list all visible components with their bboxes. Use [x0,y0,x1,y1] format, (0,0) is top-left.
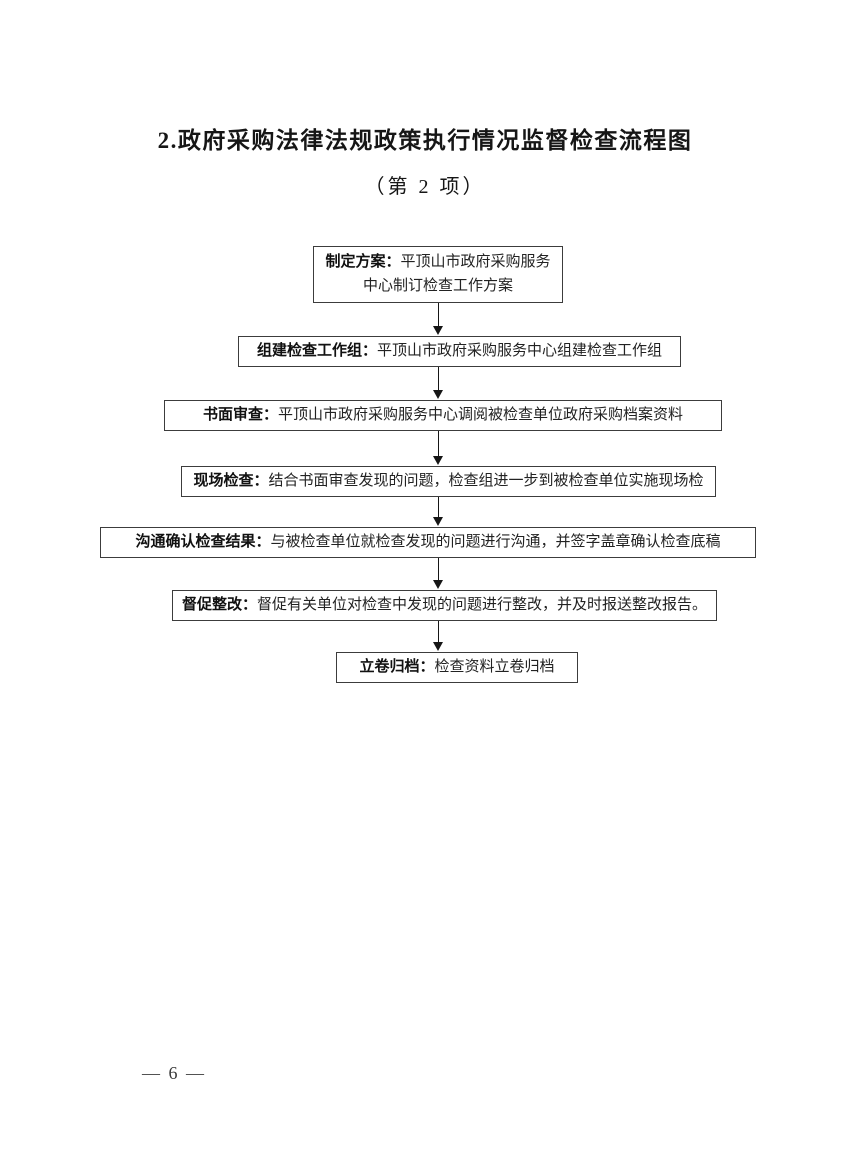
flow-step-make-plan: 制定方案：平顶山市政府采购服务中心制订检查工作方案 [313,246,563,303]
flow-step-text: 书面审查：平顶山市政府采购服务中心调阅被检查单位政府采购档案资料 [202,406,684,423]
arrowhead-icon [433,390,443,399]
flow-step-written-review: 书面审查：平顶山市政府采购服务中心调阅被检查单位政府采购档案资料 [164,400,722,431]
page-title: 2.政府采购法律法规政策执行情况监督检查流程图 [157,128,693,153]
page-subtitle: （第 2 项） [364,176,486,198]
arrowhead-icon [433,580,443,589]
flow-step-text: 督促整改：督促有关单位对检查中发现的问题进行整改，并及时报送整改报告。 [181,596,708,613]
flow-step-onsite-check: 现场检查：结合书面审查发现的问题，检查组进一步到被检查单位实施现场检 [181,466,716,497]
arrowhead-icon [433,326,443,335]
flow-step-archive: 立卷归档：检查资料立卷归档 [336,652,578,683]
flow-step-text: 制定方案：平顶山市政府采购服务中心制订检查工作方案 [325,254,551,294]
flow-step-text: 立卷归档：检查资料立卷归档 [359,658,555,675]
flow-step-text: 沟通确认检查结果：与被检查单位就检查发现的问题进行沟通，并签字盖章确认检查底稿 [135,533,721,550]
flow-arrow-down [433,497,444,526]
flow-step-text: 组建检查工作组：平顶山市政府采购服务中心组建检查工作组 [256,342,663,359]
flow-arrow-down [433,431,444,465]
arrowhead-icon [433,517,443,526]
flow-arrow-down [433,558,444,589]
arrowhead-icon [433,642,443,651]
flow-step-text: 现场检查：结合书面审查发现的问题，检查组进一步到被检查单位实施现场检 [193,472,704,489]
flow-arrow-down [433,621,444,651]
flow-step-urge-rectify: 督促整改：督促有关单位对检查中发现的问题进行整改，并及时报送整改报告。 [172,590,717,621]
flow-arrow-down [433,303,444,335]
flow-step-form-team: 组建检查工作组：平顶山市政府采购服务中心组建检查工作组 [238,336,681,367]
arrowhead-icon [433,456,443,465]
page-number: — 6 — [142,1063,206,1083]
flow-step-confirm-results: 沟通确认检查结果：与被检查单位就检查发现的问题进行沟通，并签字盖章确认检查底稿 [100,527,756,558]
flow-arrow-down [433,367,444,399]
